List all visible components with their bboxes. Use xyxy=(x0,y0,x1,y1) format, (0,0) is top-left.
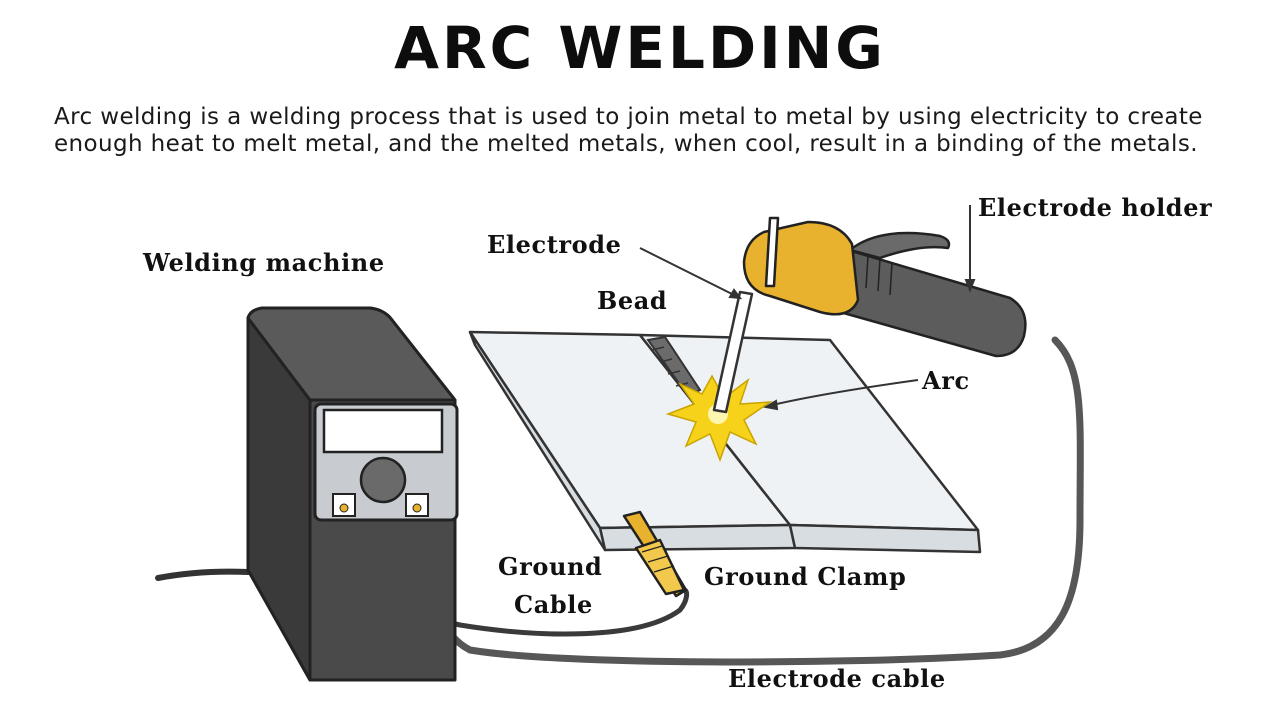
label-bead: Bead xyxy=(597,286,668,315)
label-arc: Arc xyxy=(922,366,970,395)
electrode-pointer xyxy=(639,247,741,299)
description: Arc welding is a welding process that is… xyxy=(54,104,1203,157)
label-ground-cable-line2: Cable xyxy=(514,590,593,619)
electrode-holder-icon xyxy=(742,216,1027,358)
display-screen xyxy=(322,408,444,454)
metal-plates-icon xyxy=(468,330,982,554)
label-electrode-holder: Electrode holder xyxy=(978,193,1213,222)
label-ground-cable-line1: Ground xyxy=(498,552,603,581)
arc-spark-icon xyxy=(665,374,773,463)
label-electrode-cable: Electrode cable xyxy=(728,664,946,693)
electrode-rod-icon xyxy=(712,290,754,414)
page-title: ARC WELDING xyxy=(394,14,886,82)
power-cable xyxy=(155,568,251,581)
pointer-lines xyxy=(639,205,976,411)
weld-bead-icon xyxy=(646,335,702,398)
control-knob xyxy=(359,456,407,504)
label-welding-machine: Welding machine xyxy=(143,248,385,277)
ground-clamp-icon xyxy=(622,510,688,598)
label-electrode: Electrode xyxy=(487,230,622,259)
label-ground-clamp: Ground Clamp xyxy=(704,562,907,591)
welding-machine-icon xyxy=(246,306,459,682)
arc-pointer xyxy=(767,379,919,407)
